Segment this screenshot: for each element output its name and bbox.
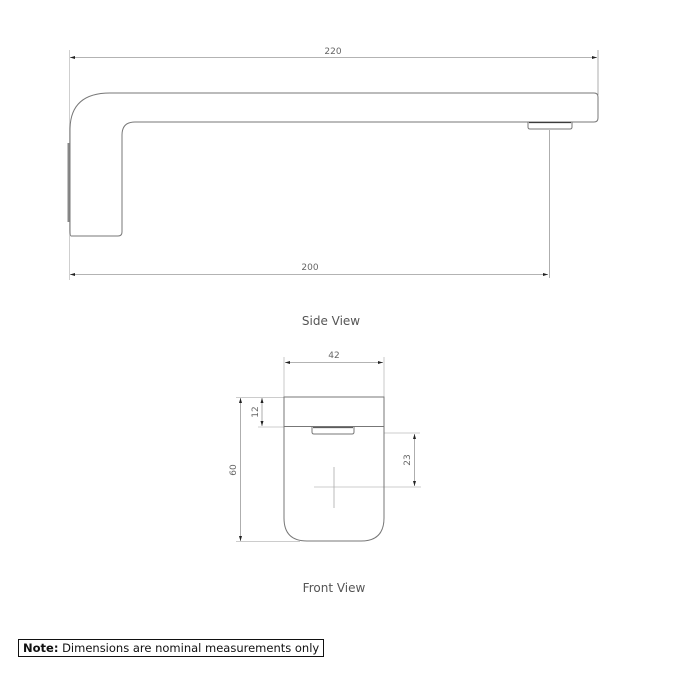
front-view-caption: Front View: [303, 581, 366, 595]
spout-outline: [69, 92, 599, 237]
dimension-label-220: 220: [324, 47, 341, 57]
dimension-label-200: 200: [301, 263, 318, 273]
note-label: Note:: [23, 641, 59, 655]
dimension-label-42: 42: [328, 351, 339, 361]
note-box: Note: Dimensions are nominal measurement…: [18, 639, 325, 657]
spout-front-outline: [283, 396, 385, 542]
dimension-label-12: 12: [251, 406, 261, 417]
note-text: Dimensions are nominal measurements only: [62, 641, 320, 655]
side-view: 220 200 Side View: [67, 47, 599, 328]
side-view-caption: Side View: [302, 314, 360, 328]
dimension-label-60: 60: [229, 464, 239, 476]
front-view: 42 60 12 23 Front View: [229, 351, 421, 595]
aerator-outlet: [527, 122, 573, 130]
dimension-label-23: 23: [403, 454, 413, 465]
aerator-front: [311, 427, 355, 435]
